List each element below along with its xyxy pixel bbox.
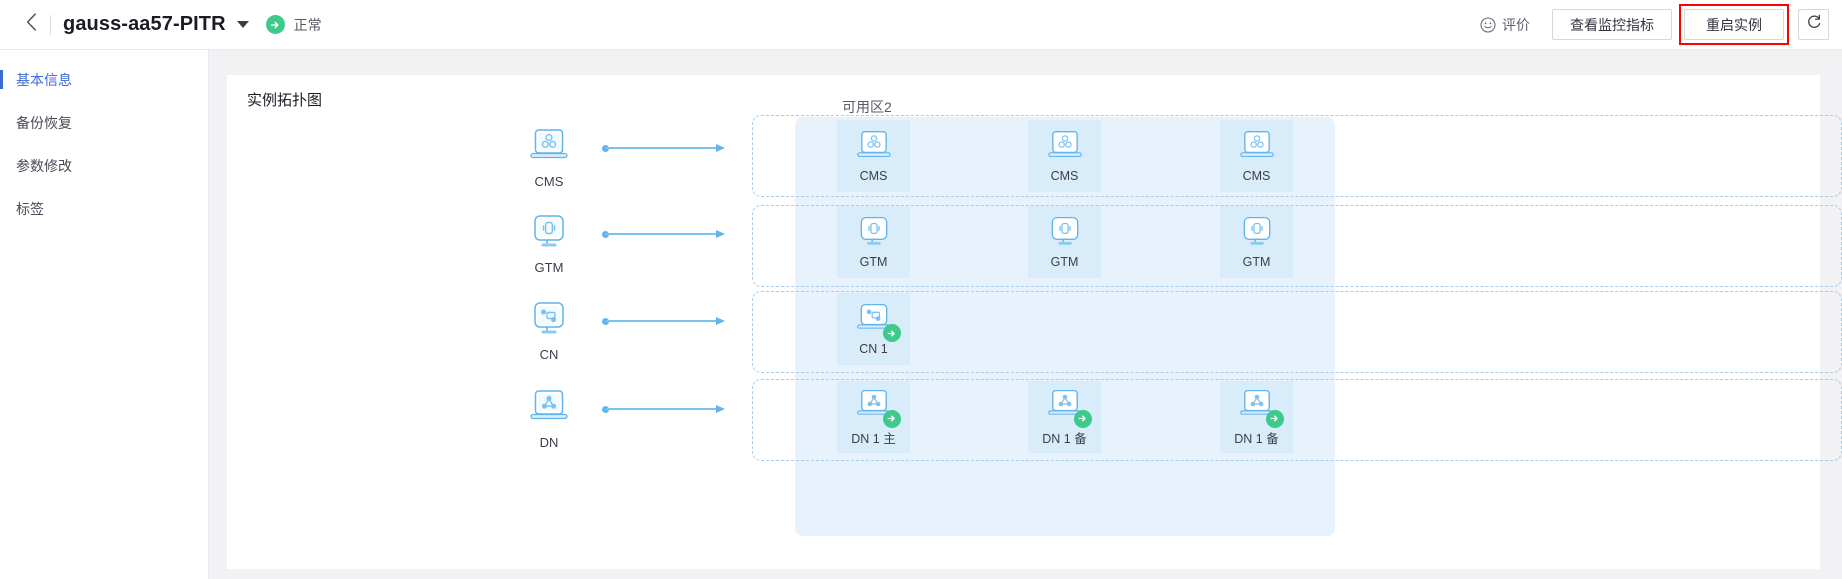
status-badge <box>1265 409 1284 428</box>
refresh-button[interactable] <box>1798 9 1829 40</box>
rate-label: 评价 <box>1502 16 1530 33</box>
caret-down-icon[interactable] <box>236 21 249 28</box>
arrow-right-icon <box>716 229 725 238</box>
row-group-gtm <box>752 205 1842 287</box>
row-group-dn <box>752 379 1842 461</box>
connector-line <box>606 147 718 149</box>
node-card-dn-1-primary[interactable]: DN 1 主 <box>837 381 910 453</box>
node-card-gtm-1[interactable]: GTM <box>837 206 910 278</box>
page-title: 实例拓扑图 <box>247 92 323 109</box>
refresh-icon <box>1806 14 1822 35</box>
node-card-label: CN 1 <box>859 342 888 356</box>
node-card-cn-1[interactable]: CN 1 <box>837 293 910 365</box>
connector-cn <box>602 316 727 326</box>
connector-line <box>606 408 718 410</box>
sidebar-item-label: 标签 <box>16 200 44 217</box>
connector-line <box>606 233 718 235</box>
node-card-label: DN 1 主 <box>851 431 896 446</box>
sidebar-item-label: 基本信息 <box>16 71 72 88</box>
node-card-label: CMS <box>1242 169 1271 183</box>
monitor-capsule-icon <box>855 215 893 251</box>
smiley-icon <box>1480 16 1496 33</box>
header-actions: 评价 查看监控指标 重启实例 <box>1480 4 1842 45</box>
restart-instance-highlight: 重启实例 <box>1679 4 1789 45</box>
topology-diagram: 可用区2 CMS <box>227 75 1842 569</box>
connector-dot <box>602 231 609 238</box>
source-node-label: DN <box>539 435 559 450</box>
laptop-triangle-icon <box>1238 388 1284 428</box>
instance-status: 正常 <box>265 15 322 35</box>
source-node-cms[interactable]: CMS <box>504 127 594 189</box>
connector-dot <box>602 145 609 152</box>
node-card-label: DN 1 备 <box>1042 431 1087 446</box>
source-node-cn[interactable]: CN <box>504 300 594 362</box>
node-card-label: CMS <box>859 169 888 183</box>
node-card-cms-3[interactable]: CMS <box>1220 120 1293 192</box>
sidebar-item-backup-restore[interactable]: 备份恢复 <box>0 101 208 144</box>
header-divider <box>50 14 51 35</box>
view-monitoring-metrics-button[interactable]: 查看监控指标 <box>1552 9 1672 40</box>
laptop-cluster-icon <box>504 127 594 167</box>
row-group-cms <box>752 115 1842 197</box>
monitor-capsule-icon <box>1238 215 1276 251</box>
sidebar: 基本信息 备份恢复 参数修改 标签 <box>0 50 209 579</box>
connector-line <box>606 320 718 322</box>
connector-gtm <box>602 229 727 239</box>
rate-button[interactable]: 评价 <box>1480 15 1530 35</box>
connector-cms <box>602 143 727 153</box>
source-node-dn[interactable]: DN <box>504 388 594 450</box>
laptop-cluster-icon <box>855 129 893 165</box>
arrow-circle-icon <box>265 15 285 34</box>
monitor-capsule-icon <box>1046 215 1084 251</box>
laptop-triangle-icon <box>855 388 901 428</box>
laptop-triangle-icon <box>1046 388 1092 428</box>
connector-dn <box>602 404 727 414</box>
top-bar: gauss-aa57-PITR 正常 评价 查看监控指标 重启实例 <box>0 0 1842 50</box>
node-card-gtm-2[interactable]: GTM <box>1028 206 1101 278</box>
content-panel: 实例拓扑图 可用区2 CMS <box>227 75 1842 569</box>
node-card-dn-1-standby-1[interactable]: DN 1 备 <box>1028 381 1101 453</box>
restart-instance-button[interactable]: 重启实例 <box>1684 9 1784 40</box>
node-card-label: CMS <box>1050 169 1079 183</box>
laptop-triangle-icon <box>504 388 594 428</box>
monitor-nodes-icon <box>855 302 901 342</box>
source-node-label: CN <box>539 347 559 362</box>
laptop-cluster-icon <box>1238 129 1276 165</box>
node-card-dn-1-standby-2[interactable]: DN 1 备 <box>1220 381 1293 453</box>
node-card-label: GTM <box>1242 255 1271 269</box>
source-node-label: CMS <box>534 174 564 189</box>
status-badge <box>1073 409 1092 428</box>
sidebar-item-tags[interactable]: 标签 <box>0 187 208 230</box>
node-card-label: GTM <box>859 255 888 269</box>
status-badge <box>882 324 901 342</box>
sidebar-item-label: 备份恢复 <box>16 114 72 131</box>
status-text: 正常 <box>293 16 322 33</box>
source-node-gtm[interactable]: GTM <box>504 213 594 275</box>
node-card-cms-1[interactable]: CMS <box>837 120 910 192</box>
sidebar-item-parameter-modify[interactable]: 参数修改 <box>0 144 208 187</box>
node-card-cms-2[interactable]: CMS <box>1028 120 1101 192</box>
connector-dot <box>602 318 609 325</box>
monitor-capsule-icon <box>504 213 594 253</box>
back-button[interactable] <box>14 8 48 42</box>
node-card-label: GTM <box>1050 255 1079 269</box>
connector-dot <box>602 406 609 413</box>
status-badge <box>882 409 901 428</box>
chevron-left-icon <box>26 13 37 36</box>
node-card-label: DN 1 备 <box>1234 431 1279 446</box>
source-node-label: GTM <box>534 260 564 275</box>
sidebar-item-label: 参数修改 <box>16 157 72 174</box>
laptop-cluster-icon <box>1046 129 1084 165</box>
arrow-right-icon <box>716 316 725 325</box>
availability-zone-label: 可用区2 <box>842 99 892 115</box>
row-group-cn <box>752 291 1842 373</box>
arrow-right-icon <box>716 143 725 152</box>
node-card-gtm-3[interactable]: GTM <box>1220 206 1293 278</box>
arrow-right-icon <box>716 404 725 413</box>
instance-title: gauss-aa57-PITR <box>63 13 226 35</box>
sidebar-item-basic-info[interactable]: 基本信息 <box>0 58 208 101</box>
monitor-nodes-icon <box>504 300 594 340</box>
